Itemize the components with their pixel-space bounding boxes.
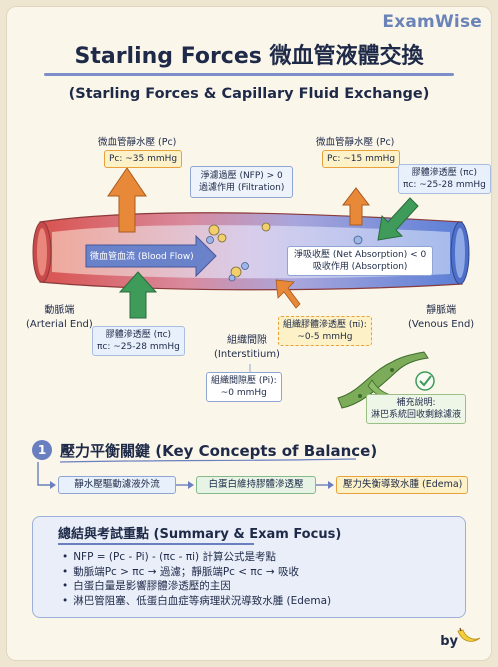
blood-flow-label: 微血管血流 (Blood Flow) <box>90 252 194 262</box>
venous-pi-c-line-1: 膠體滲透壓 (πc) <box>411 168 478 178</box>
filtration-box: 淨濾過壓 (NFP) > 0 過濾作用 (Filtration) <box>190 166 294 198</box>
byline-text: by <box>440 634 458 649</box>
summary-bullet: 白蛋白量是影響膠體滲透壓的主因 <box>62 579 331 594</box>
section-number-badge: 1 <box>32 440 52 460</box>
summary-bullet: NFP = (Pc - Pi) - (πc - πi) 計算公式是考點 <box>62 550 331 565</box>
interstitium-label: 組織間隙 (Interstitium) <box>214 334 280 362</box>
balance-title: 壓力平衡關鍵 (Key Concepts of Balance) <box>60 442 378 460</box>
arterial-oncotic-box: 膠體滲透壓 (πc) πc: ~25-28 mmHg <box>92 326 185 356</box>
title-underline <box>44 73 454 76</box>
blood-flow-arrow <box>85 234 217 278</box>
step-arrows <box>37 462 334 489</box>
brand-logo: ExamWise <box>382 12 482 32</box>
venous-end-label: 靜脈端 (Venous End) <box>408 304 474 332</box>
venous-end-line-2: (Venous End) <box>408 319 475 330</box>
filtration-line-2: 過濾作用 (Filtration) <box>199 183 285 193</box>
arterial-end-line-1: 動脈端 <box>44 305 75 316</box>
summary-bullet: 動脈端Pc > πc → 過濾；靜脈端Pc < πc → 吸收 <box>62 565 331 580</box>
absorption-line-2: 吸收作用 (Absorption) <box>312 262 408 272</box>
summary-underline <box>58 543 254 545</box>
absorption-box: 淨吸收壓 (Net Absorption) < 0 吸收作用 (Absorpti… <box>287 246 434 276</box>
step-albumin: 白蛋白維持膠體滲透壓 <box>196 476 316 494</box>
interstitial-oncotic-arrow <box>275 279 301 309</box>
byline: by <box>440 634 458 649</box>
venous-absorption-arrow <box>377 197 419 241</box>
pi-line-1: 組織間隙壓 (Pi): <box>211 376 277 386</box>
lymph-note: 補充說明: 淋巴系統回收剩餘濾液 <box>366 394 467 424</box>
summary-title: 總結與考試重點 (Summary & Exam Focus) <box>58 527 342 542</box>
venous-end-line-1: 靜脈端 <box>426 305 457 316</box>
arterial-pi-c-line-1: 膠體滲透壓 (πc) <box>105 330 172 340</box>
arterial-oncotic-arrow <box>118 271 158 319</box>
venous-pc-value: Pc: ~15 mmHg <box>322 150 401 168</box>
pi-i-line-1: 組織膠體滲透壓 (πi): <box>283 320 367 330</box>
venous-oncotic-box: 膠體滲透壓 (πc) πc: ~25-28 mmHg <box>398 164 491 194</box>
arterial-filtration-arrow <box>107 167 147 233</box>
absorption-line-1: 淨吸收壓 (Net Absorption) < 0 <box>294 250 427 260</box>
pi-line-2: ~0 mmHg <box>220 388 267 398</box>
arterial-pi-c-line-2: πc: ~25-28 mmHg <box>97 342 180 352</box>
interstitium-line-1: 組織間隙 <box>226 335 267 346</box>
interstitial-oncotic-box: 組織膠體滲透壓 (πi): ~0-5 mmHg <box>278 316 372 346</box>
summary-bullet: 淋巴管阻塞、低蛋白血症等病理狀況導致水腫 (Edema) <box>62 594 331 609</box>
arterial-end-line-2: (Arterial End) <box>26 319 93 330</box>
arterial-pc-title: 微血管靜水壓 (Pc) <box>98 137 177 148</box>
page-title: Starling Forces 微血管液體交換 <box>74 44 424 69</box>
lymph-line-2: 淋巴系統回收剩餘濾液 <box>371 410 462 420</box>
step-hydrostatic: 靜水壓驅動濾液外流 <box>58 476 176 494</box>
venous-filtration-arrow <box>341 187 371 226</box>
balance-underline <box>59 458 357 463</box>
pi-i-line-2: ~0-5 mmHg <box>297 332 353 342</box>
interstitium-line-2: (Interstitium) <box>214 349 280 360</box>
step-edema: 壓力失衡導致水腫 (Edema) <box>336 476 468 494</box>
arterial-end-label: 動脈端 (Arterial End) <box>26 304 93 332</box>
check-icon <box>415 371 435 391</box>
arterial-pc-value: Pc: ~35 mmHg <box>104 150 183 168</box>
venous-pi-c-line-2: πc: ~25-28 mmHg <box>403 180 486 190</box>
venous-pc-title: 微血管靜水壓 (Pc) <box>316 137 395 148</box>
interstitial-pressure-box: 組織間隙壓 (Pi): ~0 mmHg <box>206 372 282 402</box>
filtration-line-1: 淨濾過壓 (NFP) > 0 <box>200 171 283 181</box>
banana-icon <box>457 627 481 642</box>
lymph-line-1: 補充說明: <box>396 398 436 408</box>
page-subtitle: (Starling Forces & Capillary Fluid Excha… <box>68 86 430 102</box>
summary-bullets: NFP = (Pc - Pi) - (πc - πi) 計算公式是考點 動脈端P… <box>62 550 331 608</box>
